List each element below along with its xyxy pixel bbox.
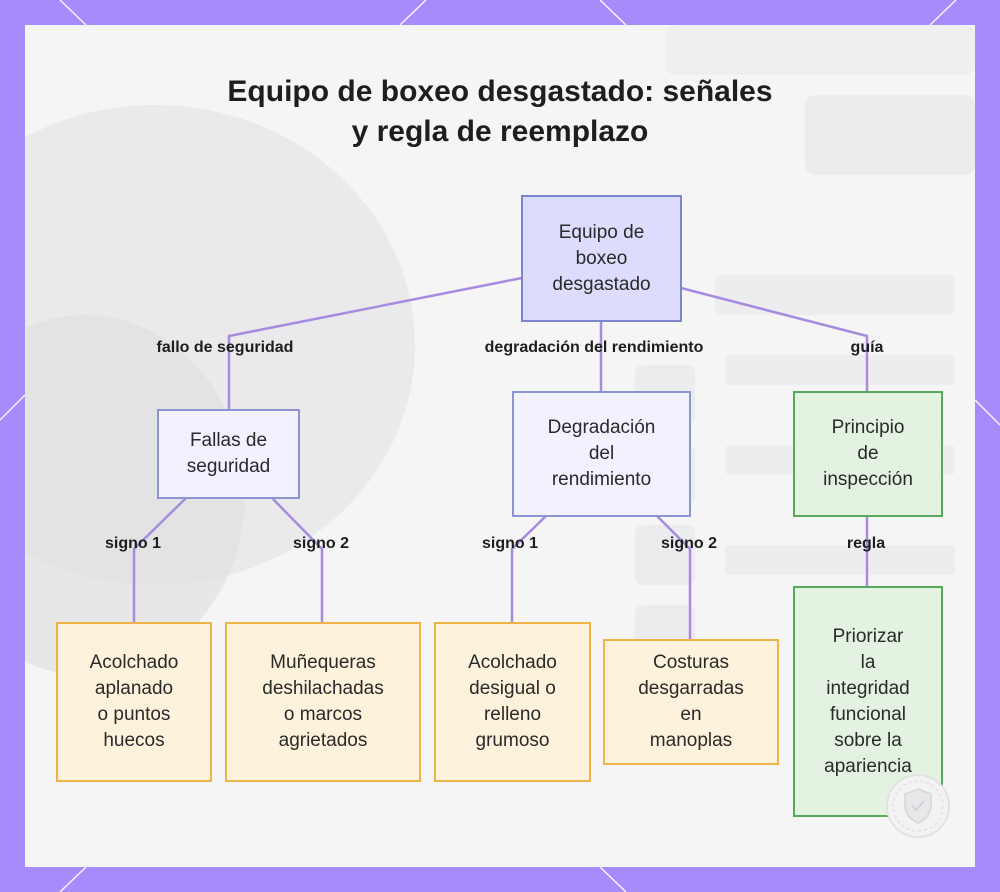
node-safety-failures: Fallas de seguridad xyxy=(157,409,300,499)
node-seams-line: desgarradas xyxy=(638,676,744,702)
node-inspection-principle: Principio de inspección xyxy=(793,391,943,517)
node-padding-line: Acolchado xyxy=(90,650,179,676)
node-performance-degradation: Degradación del rendimiento xyxy=(512,391,691,517)
node-performance-line: rendimiento xyxy=(548,467,656,493)
node-flattened-padding: Acolchado aplanado o puntos huecos xyxy=(56,622,212,782)
node-root-line: boxeo xyxy=(552,246,650,272)
node-uneven-line: relleno xyxy=(468,702,557,728)
edge-performance-uneven xyxy=(512,516,546,623)
node-uneven-line: grumoso xyxy=(468,728,557,754)
node-uneven-line: desigual o xyxy=(468,676,557,702)
node-principle-line: de xyxy=(823,441,913,467)
node-uneven-padding: Acolchado desigual o relleno grumoso xyxy=(434,622,591,782)
node-wrist-line: agrietados xyxy=(262,728,383,754)
edge-label-principle-priority: regla xyxy=(847,534,885,554)
edge-label-performance-uneven: signo 1 xyxy=(482,534,538,554)
node-seams-line: manoplas xyxy=(638,728,744,754)
node-wrist-line: Muñequeras xyxy=(262,650,383,676)
shield-seal-icon xyxy=(885,773,951,839)
node-root-line: Equipo de xyxy=(552,220,650,246)
node-safety-line: Fallas de xyxy=(187,428,270,454)
edge-safety-wrist xyxy=(272,498,322,623)
edge-label-root-principle: guía xyxy=(851,338,884,358)
edge-root-principle xyxy=(681,288,867,391)
node-wrist-line: o marcos xyxy=(262,702,383,728)
node-uneven-line: Acolchado xyxy=(468,650,557,676)
edge-label-safety-padding: signo 1 xyxy=(105,534,161,554)
node-root-line: desgastado xyxy=(552,272,650,298)
node-priority-line: integridad xyxy=(824,676,912,702)
node-priority-line: la xyxy=(824,650,912,676)
node-priority-line: sobre la xyxy=(824,728,912,754)
edge-safety-padding xyxy=(134,498,186,623)
node-padding-line: huecos xyxy=(90,728,179,754)
node-principle-line: inspección xyxy=(823,467,913,493)
node-performance-line: Degradación xyxy=(548,415,656,441)
node-seams-line: en xyxy=(638,702,744,728)
node-principle-line: Principio xyxy=(823,415,913,441)
node-seams-line: Costuras xyxy=(638,650,744,676)
node-frayed-wrist-wraps: Muñequeras deshilachadas o marcos agriet… xyxy=(225,622,421,782)
node-performance-line: del xyxy=(548,441,656,467)
node-priority-line: Priorizar xyxy=(824,624,912,650)
node-safety-line: seguridad xyxy=(187,454,270,480)
node-wrist-line: deshilachadas xyxy=(262,676,383,702)
edge-label-root-performance: degradación del rendimiento xyxy=(485,338,704,358)
node-root-worn-gear: Equipo de boxeo desgastado xyxy=(521,195,682,322)
node-torn-seams: Costuras desgarradas en manoplas xyxy=(603,639,779,765)
edge-label-safety-wrist: signo 2 xyxy=(293,534,349,554)
node-padding-line: o puntos xyxy=(90,702,179,728)
node-padding-line: aplanado xyxy=(90,676,179,702)
node-priority-line: funcional xyxy=(824,702,912,728)
edge-label-performance-seams: signo 2 xyxy=(661,534,717,554)
edge-label-root-safety: fallo de seguridad xyxy=(157,338,294,358)
